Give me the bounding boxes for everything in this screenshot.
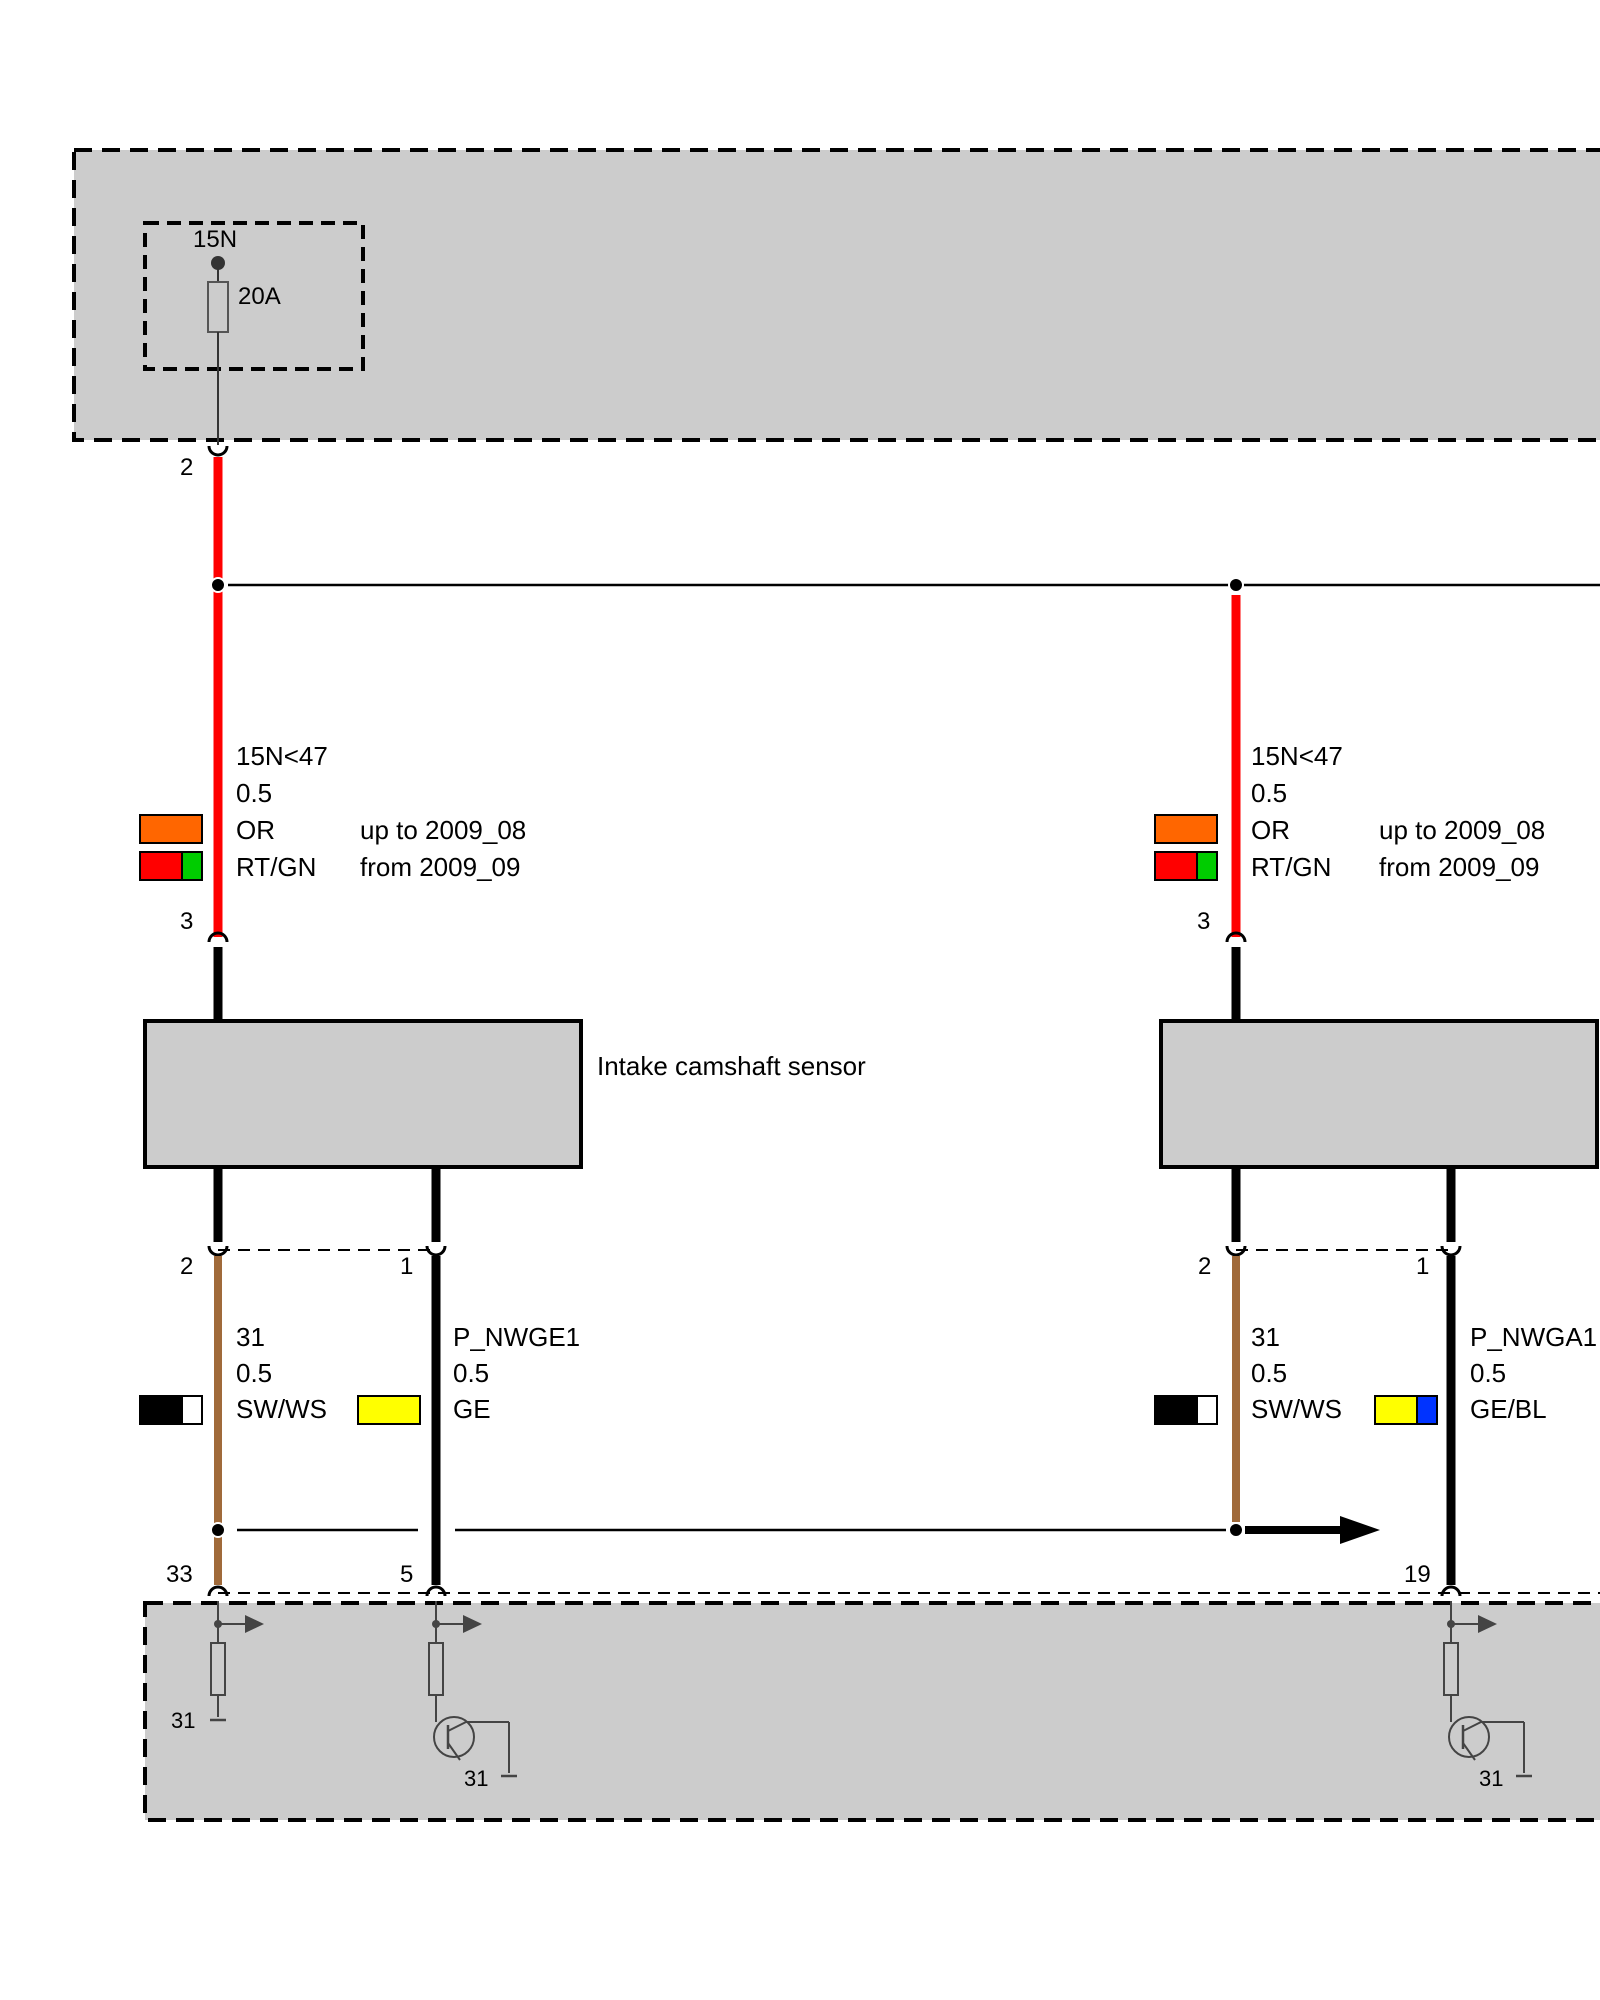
connector-arc-ecu-left-out xyxy=(425,1585,447,1597)
right-supply-swatch-or xyxy=(1154,814,1218,844)
left-ground-junction-dot xyxy=(210,1522,226,1538)
right-output-size: 0.5 xyxy=(1470,1358,1506,1388)
left-output-size: 0.5 xyxy=(453,1358,489,1388)
right-ground-swatch-ws xyxy=(1196,1395,1218,1425)
left-junction-dot xyxy=(210,577,226,593)
left-supply-size: 0.5 xyxy=(236,778,272,808)
left-supply-color1: OR xyxy=(236,815,275,845)
ecu-ground-label-3: 31 xyxy=(1479,1766,1503,1791)
left-output-signal: P_NWGE1 xyxy=(453,1322,580,1352)
right-sensor-body xyxy=(1159,1019,1599,1169)
left-supply-period2: from 2009_09 xyxy=(360,852,520,882)
ecu-left-transistor-collector xyxy=(447,1721,467,1732)
fuse-terminal-label: 15N xyxy=(193,226,237,253)
power-distribution-box xyxy=(72,148,1600,442)
left-ground-size: 0.5 xyxy=(236,1358,272,1388)
right-supply-period2: from 2009_09 xyxy=(1379,852,1539,882)
connector-arc-left-gnd xyxy=(207,1245,229,1257)
fuse-output-pin: 2 xyxy=(180,454,193,481)
connector-arc-ecu-ground xyxy=(207,1585,229,1597)
right-output-pin: 1 xyxy=(1416,1253,1429,1280)
left-supply-period1: up to 2009_08 xyxy=(360,815,526,845)
left-supply-swatch-gn xyxy=(181,851,203,881)
fuse-enclosure xyxy=(143,221,365,371)
ecu-left-out-sense-arrow-icon xyxy=(463,1615,482,1633)
right-ground-junction-dot xyxy=(1228,1522,1244,1538)
left-ground-swatch-ws xyxy=(181,1395,203,1425)
right-supply-color2: RT/GN xyxy=(1251,852,1331,882)
left-supply-swatch-rt xyxy=(139,851,183,881)
right-output-swatch-ge xyxy=(1374,1395,1418,1425)
ecu-right-transistor-icon xyxy=(1448,1716,1490,1758)
right-ground-signal: 31 xyxy=(1251,1322,1280,1352)
left-sensor-body xyxy=(143,1019,583,1169)
right-supply-swatch-gn xyxy=(1196,851,1218,881)
connector-arc-left-out xyxy=(425,1245,447,1257)
ecu-box xyxy=(143,1601,1600,1822)
left-sensor-name: Intake camshaft sensor xyxy=(597,1051,866,1081)
right-output-signal: P_NWGA1 xyxy=(1470,1322,1597,1352)
ecu-ground-label-1: 31 xyxy=(171,1708,195,1733)
right-output-color: GE/BL xyxy=(1470,1394,1547,1424)
right-supply-size: 0.5 xyxy=(1251,778,1287,808)
right-ground-size: 0.5 xyxy=(1251,1358,1287,1388)
connector-arc-right-supply xyxy=(1225,931,1247,943)
ecu-left-transistor-emitter xyxy=(447,1742,461,1761)
right-output-swatch-bl xyxy=(1416,1395,1438,1425)
ecu-pin-ground: 33 xyxy=(166,1561,193,1588)
right-junction-dot xyxy=(1228,577,1244,593)
left-supply-swatch-or xyxy=(139,814,203,844)
connector-arc-right-out xyxy=(1440,1245,1462,1257)
connector-arc-fuse-out xyxy=(207,445,229,457)
ecu-left-transistor-icon xyxy=(433,1716,475,1758)
right-supply-color1: OR xyxy=(1251,815,1290,845)
ecu-ground-sense-arrow-icon xyxy=(245,1615,264,1633)
left-supply-color2: RT/GN xyxy=(236,852,316,882)
right-ground-color: SW/WS xyxy=(1251,1394,1342,1424)
left-ground-color: SW/WS xyxy=(236,1394,327,1424)
left-output-swatch-ge xyxy=(357,1395,421,1425)
left-supply-pin: 3 xyxy=(180,908,193,935)
left-ground-pin: 2 xyxy=(180,1253,193,1280)
ecu-pin-right-output: 19 xyxy=(1404,1561,1431,1588)
left-supply-signal: 15N<47 xyxy=(236,741,328,771)
ecu-right-transistor-emitter xyxy=(1462,1742,1476,1761)
left-output-color: GE xyxy=(453,1394,491,1424)
right-ground-pin: 2 xyxy=(1198,1253,1211,1280)
ecu-pin-left-output: 5 xyxy=(400,1561,413,1588)
right-supply-swatch-rt xyxy=(1154,851,1198,881)
left-output-pin: 1 xyxy=(400,1253,413,1280)
connector-arc-right-gnd xyxy=(1225,1245,1247,1257)
connector-arc-left-supply xyxy=(207,931,229,943)
right-supply-signal: 15N<47 xyxy=(1251,741,1343,771)
ground-continuation-arrow-icon xyxy=(1340,1516,1380,1544)
right-supply-period1: up to 2009_08 xyxy=(1379,815,1545,845)
left-ground-swatch-sw xyxy=(139,1395,183,1425)
ecu-right-transistor-collector xyxy=(1462,1721,1482,1732)
left-ground-signal: 31 xyxy=(236,1322,265,1352)
connector-arc-ecu-right-out xyxy=(1440,1585,1462,1597)
right-ground-swatch-sw xyxy=(1154,1395,1198,1425)
fuse-rating-label: 20A xyxy=(238,283,281,310)
right-supply-pin: 3 xyxy=(1197,908,1210,935)
ecu-ground-label-2: 31 xyxy=(464,1766,488,1791)
ecu-right-out-sense-arrow-icon xyxy=(1478,1615,1497,1633)
